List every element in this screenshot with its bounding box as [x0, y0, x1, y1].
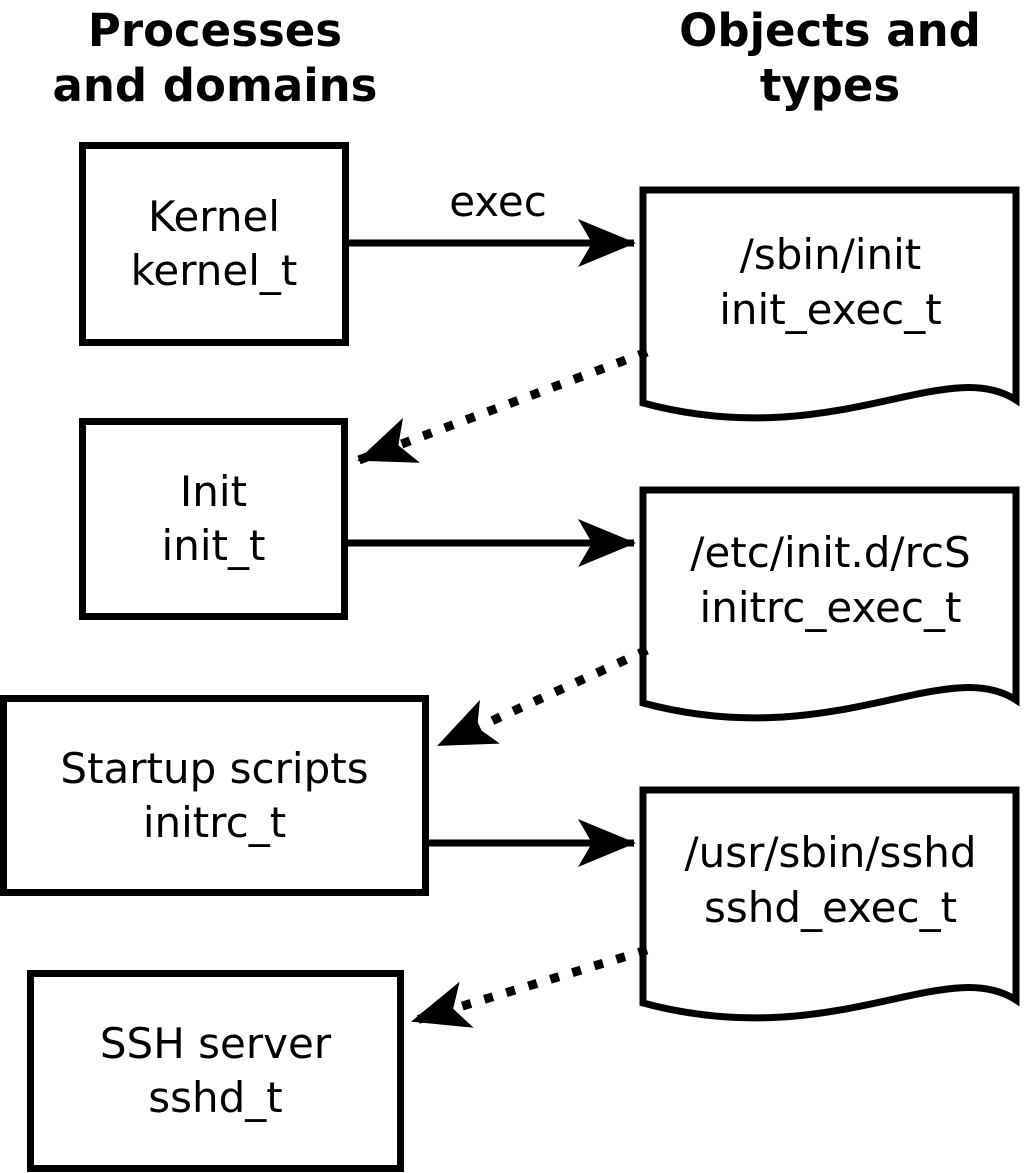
- left-column-title-line2: and domains: [52, 59, 378, 112]
- process-name: SSH server: [99, 1019, 332, 1068]
- process-domain: init_t: [161, 521, 266, 570]
- document-outline: [639, 186, 1020, 422]
- process-name: Init: [179, 467, 248, 516]
- document-shape-sbin-init: [639, 186, 1020, 422]
- object-type: initrc_exec_t: [699, 583, 962, 632]
- right-column-title: Objects and types: [635, 3, 1024, 113]
- process-name: Kernel: [148, 192, 280, 241]
- transition-arrow-initrc-exec-to-initrc-t: [437, 645, 649, 750]
- left-column-title-line1: Processes: [87, 4, 343, 57]
- object-path: /sbin/init: [739, 230, 922, 279]
- process-name: Startup scripts: [60, 743, 369, 793]
- object-path: /etc/init.d/rcS: [690, 528, 971, 577]
- process-box-startup-scripts: Startup scripts initrc_t: [0, 695, 429, 896]
- transition-arrow-sshd-exec-to-sshd-t: [411, 945, 649, 1028]
- object-path: /usr/sbin/sshd: [684, 828, 977, 877]
- document-outline: [639, 486, 1020, 722]
- object-label-sbin-init: /sbin/init init_exec_t: [648, 192, 1013, 372]
- right-column-title-line1: Objects and: [679, 4, 981, 57]
- process-box-kernel: Kernel kernel_t: [79, 142, 349, 346]
- object-label-usr-sbin-sshd: /usr/sbin/sshd sshd_exec_t: [648, 790, 1013, 970]
- process-domain: sshd_t: [148, 1073, 283, 1122]
- exec-arrow-label: exec: [449, 177, 547, 226]
- document-outline: [639, 786, 1020, 1022]
- left-column-title: Processes and domains: [15, 3, 415, 113]
- process-domain: kernel_t: [130, 246, 298, 295]
- process-box-ssh-server: SSH server sshd_t: [27, 970, 404, 1172]
- transition-arrow-init-exec-to-init-t: [357, 347, 649, 465]
- process-domain: initrc_t: [142, 797, 287, 847]
- right-column-title-line2: types: [759, 59, 901, 112]
- process-box-init: Init init_t: [79, 418, 348, 620]
- document-shape-etc-initd-rcs: [639, 486, 1020, 722]
- document-shape-usr-sbin-sshd: [639, 786, 1020, 1022]
- object-type: init_exec_t: [719, 285, 942, 334]
- object-label-etc-initd-rcs: /etc/init.d/rcS initrc_exec_t: [648, 490, 1013, 670]
- object-type: sshd_exec_t: [703, 883, 958, 932]
